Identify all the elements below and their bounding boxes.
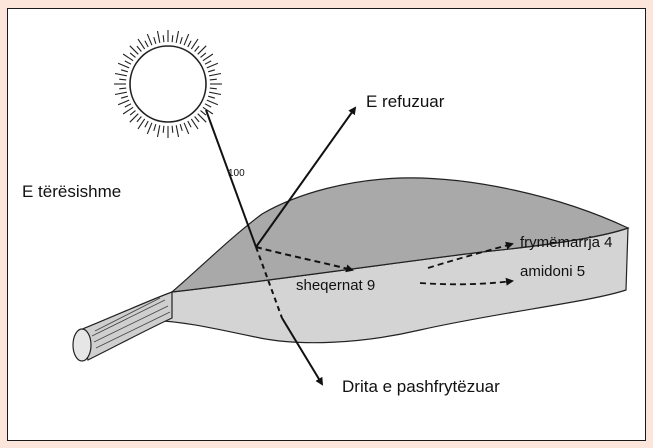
sun-ray <box>163 126 164 133</box>
sun-ray <box>158 125 160 137</box>
sun-ray <box>137 117 142 122</box>
starch-label: amidoni 5 <box>520 263 585 280</box>
sun-ray <box>118 63 129 68</box>
sun-ray <box>137 46 142 51</box>
sun-ray <box>163 35 164 42</box>
sun-ray <box>207 100 218 105</box>
sun-ray <box>180 124 182 131</box>
sun-ray <box>118 100 129 105</box>
sugars-label: sheqernat 9 <box>296 277 375 294</box>
sun-ray <box>201 111 206 116</box>
sun-ray <box>188 121 191 127</box>
sun-ray <box>130 111 135 116</box>
sun-ray <box>184 34 189 45</box>
sun-ray <box>208 70 215 72</box>
sun-ray <box>147 123 152 134</box>
sun-ray <box>125 61 131 64</box>
sun-icon <box>114 30 222 138</box>
sun-ray <box>191 119 198 129</box>
sun-ray <box>123 54 133 61</box>
unused-light-label: Drita e pashfrytëzuar <box>342 377 500 396</box>
sun-ray <box>145 41 148 47</box>
reflected-light-label: E refuzuar <box>366 92 445 111</box>
sun-ray <box>130 53 135 58</box>
sun-ray <box>203 54 213 61</box>
sun-ray <box>209 92 221 94</box>
sun-ray <box>172 35 173 42</box>
sun-ray <box>172 126 173 133</box>
leaf-stem <box>73 292 172 361</box>
sun-ray <box>180 37 182 44</box>
sun-ray <box>138 119 145 129</box>
sun-ray <box>125 104 131 107</box>
sun-ray <box>205 61 211 64</box>
sun-ray <box>138 39 145 49</box>
sun-ray <box>209 74 221 76</box>
sun-ray <box>115 74 127 76</box>
sun-ray <box>184 123 189 134</box>
total-light-label: E tërësishme <box>22 182 121 201</box>
sun-ray <box>119 79 126 80</box>
sun-ray <box>158 31 160 43</box>
sun-ray <box>154 124 156 131</box>
sun-ray <box>201 53 206 58</box>
respiration-label: frymëmarrja 4 <box>520 234 613 251</box>
sun-ray <box>210 88 217 89</box>
sun-ray <box>121 70 128 72</box>
sun-ray <box>154 37 156 44</box>
sun-ray <box>205 104 211 107</box>
sun-ray <box>195 117 200 122</box>
sun-ray <box>176 31 178 43</box>
sun-ray <box>121 96 128 98</box>
sun-ray <box>115 92 127 94</box>
sun-ray <box>195 46 200 51</box>
sun-ray <box>208 96 215 98</box>
sun-ray <box>191 39 198 49</box>
sun-ray <box>123 107 133 114</box>
sun-ray <box>119 88 126 89</box>
incoming-value-label: 100 <box>228 168 245 179</box>
sun-ray <box>207 63 218 68</box>
sun-ray <box>210 79 217 80</box>
sun-ray <box>188 41 191 47</box>
sun-ray <box>147 34 152 45</box>
sun-ray <box>145 121 148 127</box>
sun-ray <box>176 125 178 137</box>
